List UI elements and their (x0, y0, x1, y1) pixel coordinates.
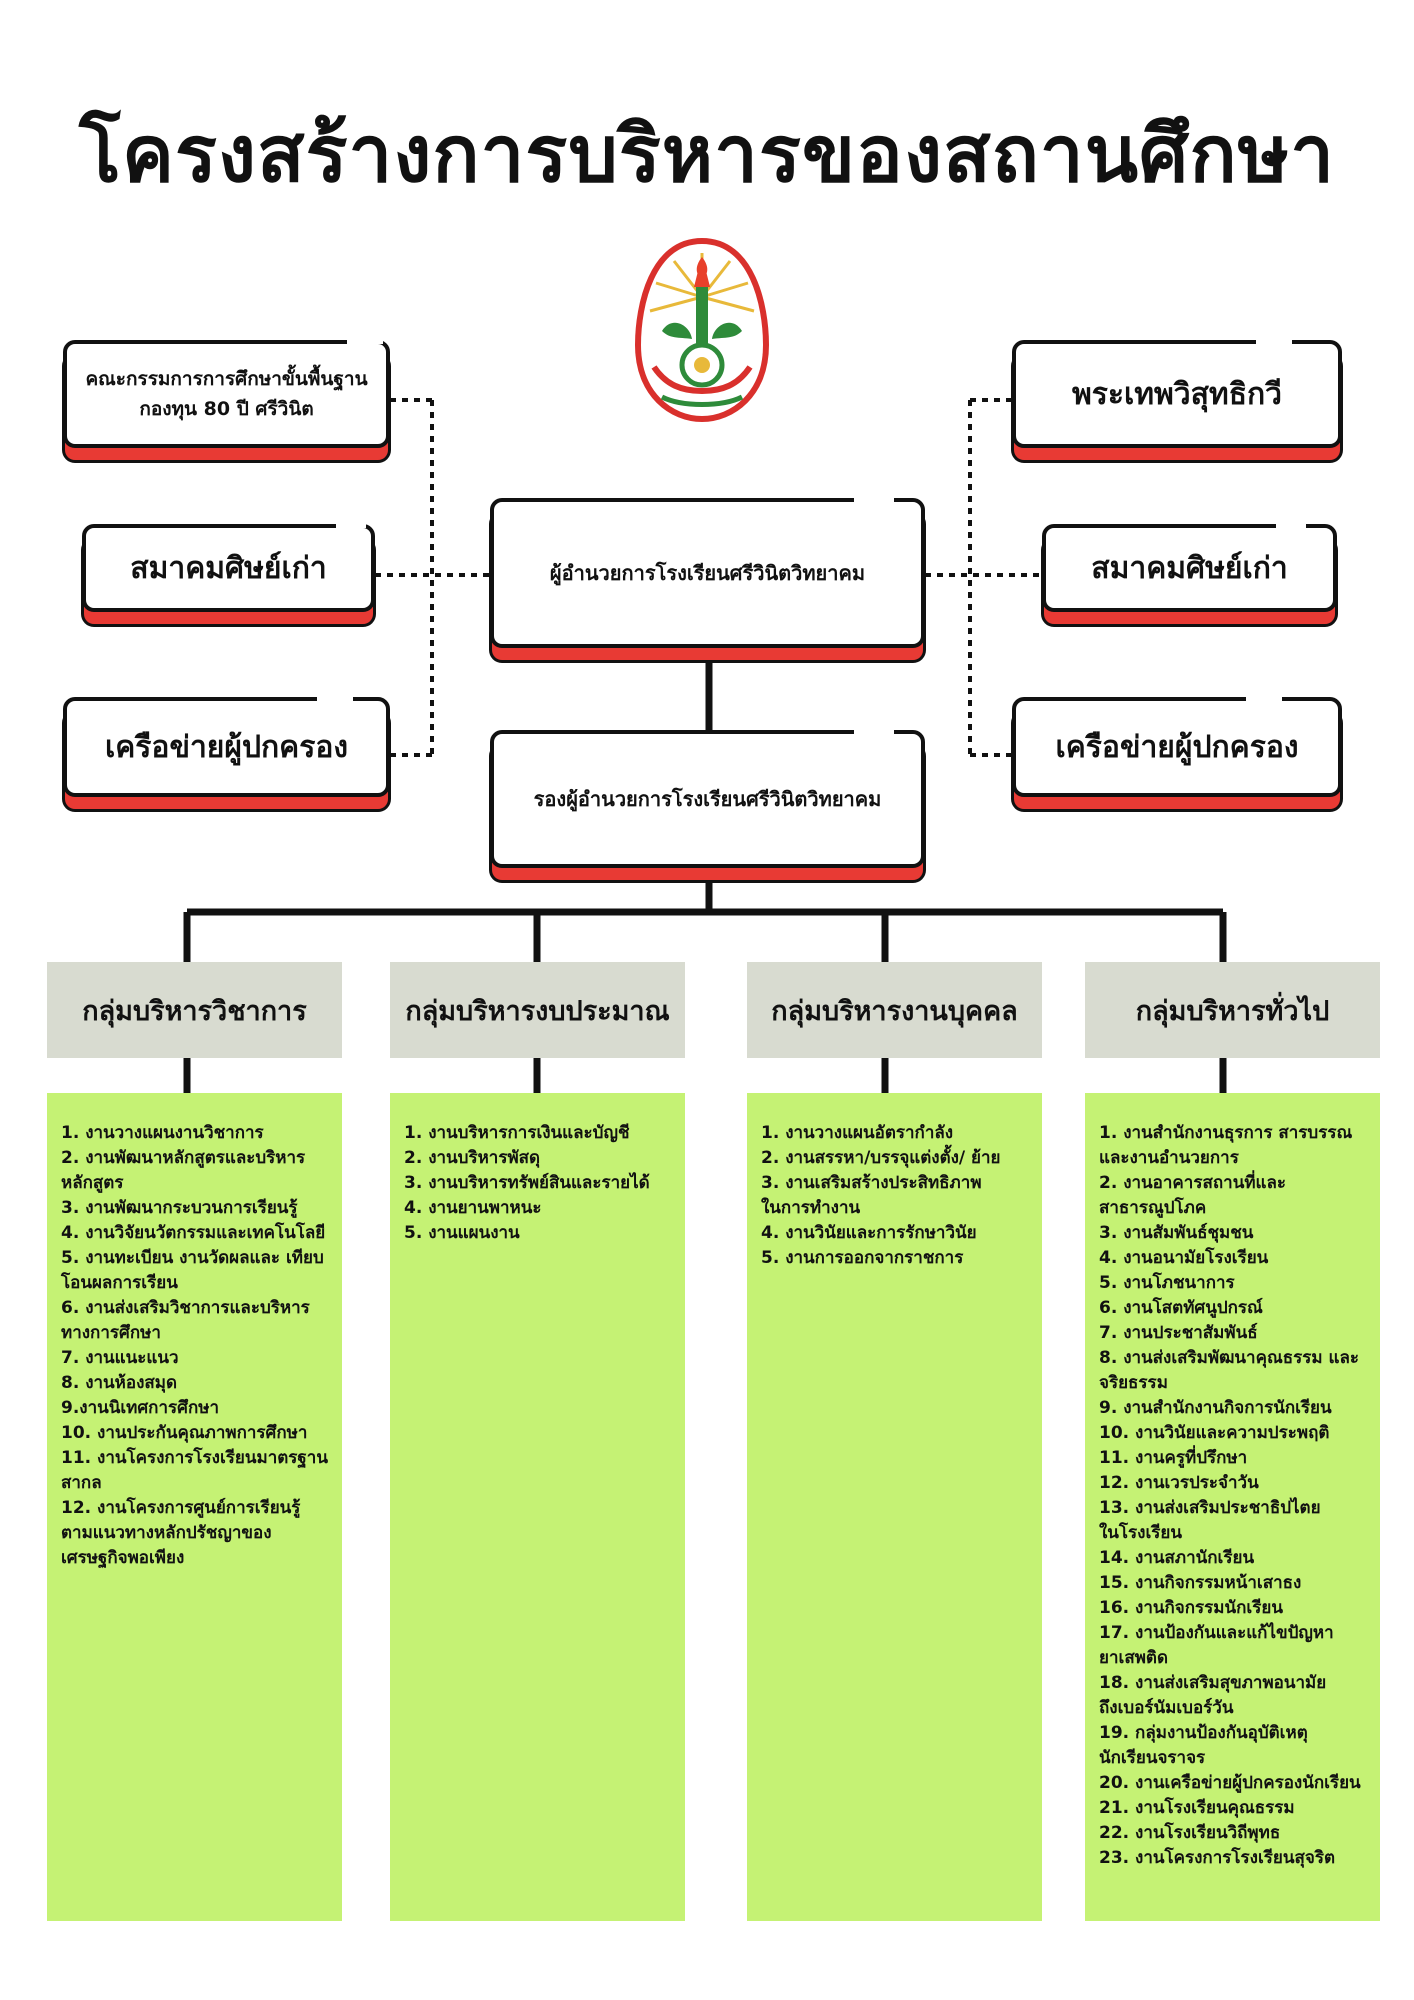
task-item: 5. งานทะเบียน งานวัดผลและ เทียบ (61, 1248, 324, 1268)
school-emblem-icon (634, 237, 770, 423)
academic-task-list: 1. งานวางแผนงานวิชาการ 2. งานพัฒนาหลักสูต… (61, 1121, 332, 1571)
task-item: 2. งานสรรหา/บรรจุแต่งตั้ง/ ย้าย (761, 1148, 1001, 1168)
left-box-committee: คณะกรรมการการศึกษาขั้นพื้นฐาน กองทุน 80 … (63, 340, 390, 448)
group-header-budget: กลุ่มบริหารงบประมาณ (390, 962, 685, 1058)
task-item: ในโรงเรียน (1099, 1523, 1183, 1543)
deputy-label: รองผู้อำนวยการโรงเรียนศรีวินิตวิทยาคม (533, 787, 882, 811)
task-item: 3. งานพัฒนากระบวนการเรียนรู้ (61, 1198, 298, 1218)
task-item: 5. งานโภชนาการ (1099, 1273, 1235, 1293)
task-item: 8. งานห้องสมุด (61, 1373, 178, 1393)
task-item: 11. งานครูที่ปรึกษา (1099, 1448, 1248, 1468)
right-alumni-label: สมาคมศิษย์เก่า (1091, 550, 1288, 586)
group-panel-budget: 1. งานบริหารการเงินและบัญชี 2. งานบริหารพ… (390, 1093, 685, 1921)
task-item: ทางการศึกษา (61, 1323, 161, 1343)
task-item: นักเรียนจราจร (1099, 1748, 1206, 1768)
group-panel-academic: 1. งานวางแผนงานวิชาการ 2. งานพัฒนาหลักสูต… (47, 1093, 342, 1921)
task-item: ถึงเบอร์นัมเบอร์วัน (1099, 1698, 1234, 1718)
task-item: 6. งานโสตทัศนูปกรณ์ (1099, 1298, 1263, 1318)
task-item: โอนผลการเรียน (61, 1273, 178, 1293)
task-item: 2. งานอาคารสถานที่และ (1099, 1173, 1287, 1193)
task-item: เศรษฐกิจพอเพียง (61, 1548, 185, 1568)
task-item: จริยธรรม (1099, 1373, 1168, 1393)
task-item: 3. งานบริหารทรัพย์สินและรายได้ (404, 1173, 650, 1193)
task-item: 13. งานส่งเสริมประชาธิปไตย (1099, 1498, 1321, 1518)
task-item: 22. งานโรงเรียนวิถีพุทธ (1099, 1823, 1281, 1843)
task-item: 9.งานนิเทศการศึกษา (61, 1398, 219, 1418)
right-box-alumni: สมาคมศิษย์เก่า (1042, 524, 1337, 612)
task-item: ตามแนวทางหลักปรัชญาของ (61, 1523, 272, 1543)
task-item: 16. งานกิจกรรมนักเรียน (1099, 1598, 1283, 1618)
right-box-monk: พระเทพวิสุทธิกวี (1012, 340, 1342, 448)
task-item: 4. งานวิจัยนวัตกรรมและเทคโนโลยี (61, 1223, 326, 1243)
committee-line1: คณะกรรมการการศึกษาขั้นพื้นฐาน (85, 368, 368, 390)
task-item: 2. งานพัฒนาหลักสูตรและบริหาร (61, 1148, 306, 1168)
task-item: ในการทำงาน (761, 1198, 861, 1218)
left-box-alumni: สมาคมศิษย์เก่า (82, 524, 375, 612)
task-item: 7. งานแนะแนว (61, 1348, 179, 1368)
task-item: และงานอำนวยการ (1099, 1148, 1239, 1168)
task-item: 11. งานโครงการโรงเรียนมาตรฐาน (61, 1448, 328, 1468)
task-item: 8. งานส่งเสริมพัฒนาคุณธรรม และ (1099, 1348, 1360, 1368)
group-panel-general: 1. งานสำนักงานธุรการ สารบรรณและงานอำนวยก… (1085, 1093, 1380, 1921)
task-item: 2. งานบริหารพัสดุ (404, 1148, 541, 1168)
task-item: 6. งานส่งเสริมวิชาการและบริหาร (61, 1298, 310, 1318)
task-item: สาธารณูปโภค (1099, 1198, 1207, 1218)
task-item: 10. งานวินัยและความประพฤติ (1099, 1423, 1330, 1443)
page-title: โครงสร้างการบริหารของสถานศึกษา (78, 110, 1336, 200)
group-panel-personnel: 1. งานวางแผนอัตรากำลัง 2. งานสรรหา/บรรจุแ… (747, 1093, 1042, 1921)
task-item: 18. งานส่งเสริมสุขภาพอนามัย (1099, 1673, 1327, 1693)
task-item: 4. งานยานพาหนะ (404, 1198, 542, 1218)
task-item: 5. งานการออกจากราชการ (761, 1248, 964, 1268)
task-item: สากล (61, 1473, 102, 1493)
task-item: 15. งานกิจกรรมหน้าเสาธง (1099, 1573, 1302, 1593)
personnel-task-list: 1. งานวางแผนอัตรากำลัง 2. งานสรรหา/บรรจุแ… (761, 1121, 1032, 1271)
committee-line2: กองทุน 80 ปี ศรีวินิต (139, 398, 314, 420)
general-task-list: 1. งานสำนักงานธุรการ สารบรรณและงานอำนวยก… (1099, 1121, 1370, 1871)
task-item: 9. งานสำนักงานกิจการนักเรียน (1099, 1398, 1332, 1418)
task-item: 1. งานวางแผนงานวิชาการ (61, 1123, 264, 1143)
task-item: 1. งานวางแผนอัตรากำลัง (761, 1123, 954, 1143)
task-item: 3. งานเสริมสร้างประสิทธิภาพ (761, 1173, 982, 1193)
task-item: 5. งานแผนงาน (404, 1223, 520, 1243)
task-item: 21. งานโรงเรียนคุณธรรม (1099, 1798, 1295, 1818)
task-item: 20. งานเครือข่ายผู้ปกครองนักเรียน (1099, 1773, 1361, 1793)
task-item: 14. งานสภานักเรียน (1099, 1548, 1255, 1568)
left-alumni-label: สมาคมศิษย์เก่า (130, 550, 327, 586)
task-item: ยาเสพติด (1099, 1648, 1168, 1668)
task-item: หลักสูตร (61, 1173, 124, 1193)
task-item: 12. งานเวรประจำวัน (1099, 1473, 1259, 1493)
director-label: ผู้อำนวยการโรงเรียนศรีวินิตวิทยาคม (549, 561, 866, 585)
task-item: 23. งานโครงการโรงเรียนสุจริต (1099, 1848, 1335, 1868)
task-item: 19. กลุ่มงานป้องกันอุบัติเหตุ (1099, 1723, 1308, 1743)
task-item: 4. งานอนามัยโรงเรียน (1099, 1248, 1269, 1268)
left-parents-label: เครือข่ายผู้ปกครอง (104, 729, 349, 765)
right-monk-label: พระเทพวิสุทธิกวี (1071, 376, 1283, 412)
task-item: 3. งานสัมพันธ์ชุมชน (1099, 1223, 1254, 1243)
group-header-academic: กลุ่มบริหารวิชาการ (47, 962, 342, 1058)
group-header-personnel: กลุ่มบริหารงานบุคคล (747, 962, 1042, 1058)
task-item: 10. งานประกันคุณภาพการศึกษา (61, 1423, 308, 1443)
task-item: 1. งานบริหารการเงินและบัญชี (404, 1123, 630, 1143)
task-item: 1. งานสำนักงานธุรการ สารบรรณ (1099, 1123, 1353, 1143)
left-box-parents: เครือข่ายผู้ปกครอง (63, 697, 390, 797)
director-box: ผู้อำนวยการโรงเรียนศรีวินิตวิทยาคม (490, 498, 925, 648)
task-item: 4. งานวินัยและการรักษาวินัย (761, 1223, 977, 1243)
task-item: 7. งานประชาสัมพันธ์ (1099, 1323, 1258, 1343)
right-box-parents: เครือข่ายผู้ปกครอง (1012, 697, 1342, 797)
task-item: 17. งานป้องกันและแก้ไขปัญหา (1099, 1623, 1334, 1643)
group-header-general: กลุ่มบริหารทั่วไป (1085, 962, 1380, 1058)
budget-task-list: 1. งานบริหารการเงินและบัญชี 2. งานบริหารพ… (404, 1121, 675, 1246)
task-item: 12. งานโครงการศูนย์การเรียนรู้ (61, 1498, 301, 1518)
right-parents-label: เครือข่ายผู้ปกครอง (1055, 729, 1299, 765)
deputy-box: รองผู้อำนวยการโรงเรียนศรีวินิตวิทยาคม (490, 730, 925, 868)
